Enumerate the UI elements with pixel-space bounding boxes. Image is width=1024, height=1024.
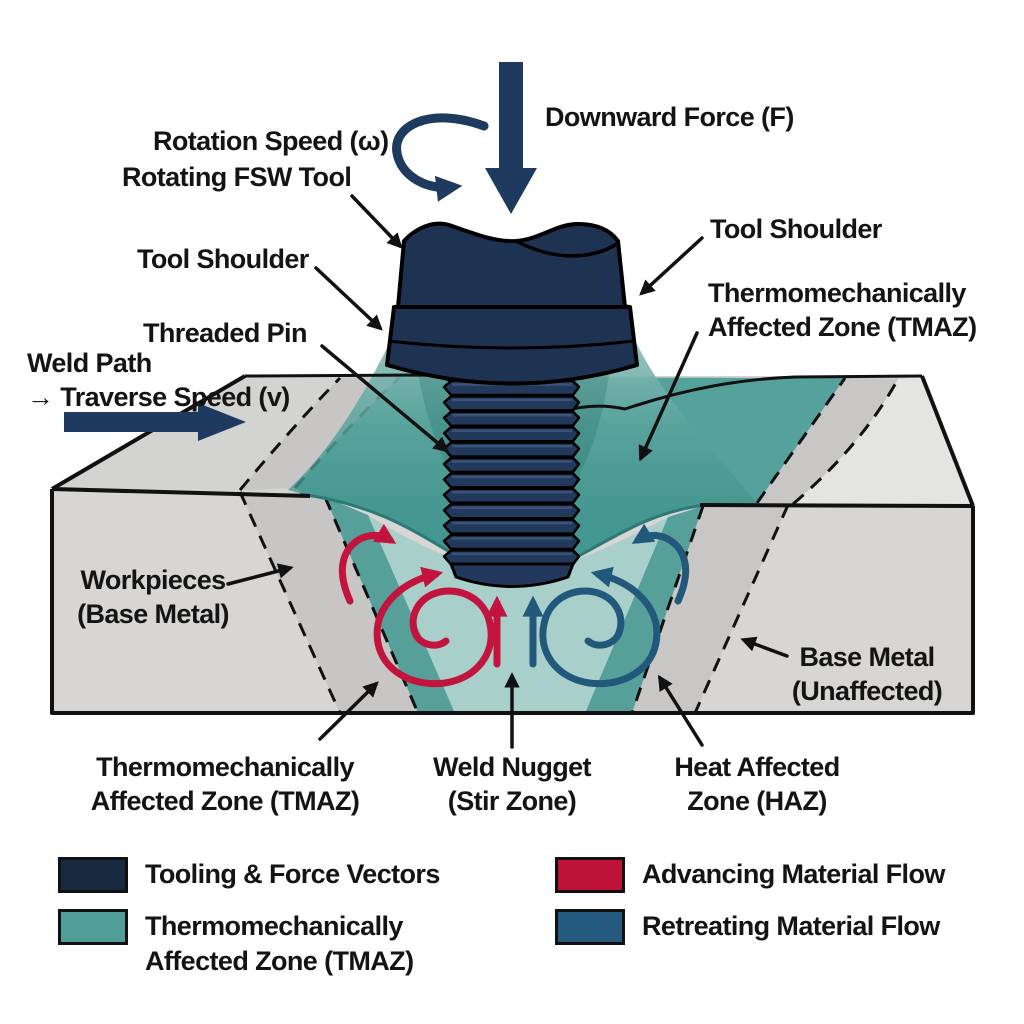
legend-swatch-retreating bbox=[555, 909, 625, 945]
legend-swatch-tmaz bbox=[58, 909, 128, 945]
legend-item-retreating: Retreating Material Flow bbox=[555, 909, 940, 945]
legend-item-tooling: Tooling & Force Vectors bbox=[58, 857, 440, 893]
legend-label-retreating: Retreating Material Flow bbox=[642, 911, 940, 941]
label-tool-shoulder-right: Tool Shoulder bbox=[710, 214, 882, 244]
haz-band-front-left bbox=[240, 492, 418, 713]
label-tmaz-bottom: Thermomechanically Affected Zone (TMAZ) bbox=[90, 752, 360, 816]
legend-swatch-advancing bbox=[555, 857, 625, 893]
traverse-speed-arrow bbox=[64, 403, 246, 441]
label-rotation-speed: Rotation Speed (ω) bbox=[153, 126, 389, 156]
label-threaded-pin: Threaded Pin bbox=[143, 318, 307, 348]
leader-tmaz-right bbox=[638, 331, 699, 462]
legend-item-advancing: Advancing Material Flow bbox=[555, 857, 945, 893]
fsw-tool bbox=[385, 221, 639, 588]
legend-label-tooling: Tooling & Force Vectors bbox=[145, 859, 440, 889]
haz-band-top-right bbox=[757, 378, 898, 504]
leader-threaded-pin bbox=[320, 344, 449, 453]
legend-label-tmaz: Thermomechanically Affected Zone (TMAZ) bbox=[145, 911, 414, 976]
tool-body-shape bbox=[396, 221, 627, 309]
advancing-flow-arrows bbox=[338, 523, 508, 688]
leader-haz bbox=[657, 674, 704, 747]
legend-item-tmaz: Thermomechanically Affected Zone (TMAZ) bbox=[58, 909, 414, 979]
label-tool-shoulder-left: Tool Shoulder bbox=[137, 244, 309, 274]
legend-swatch-tooling bbox=[58, 857, 128, 893]
downward-force-arrow bbox=[485, 62, 537, 214]
label-base-metal: Base Metal (Unaffected) bbox=[791, 642, 943, 706]
haz-band-front-right bbox=[632, 505, 788, 713]
leader-tmaz-bottom bbox=[318, 681, 379, 741]
weld-nugget-zone bbox=[368, 515, 668, 713]
tool-shoulder-shape bbox=[385, 298, 639, 386]
label-weld-path: Weld Path bbox=[27, 348, 152, 378]
legend-label-advancing: Advancing Material Flow bbox=[642, 859, 945, 889]
threaded-pin-shape bbox=[442, 379, 581, 588]
label-traverse-speed: → Traverse Speed (v) bbox=[27, 382, 290, 412]
leader-workpieces bbox=[226, 563, 294, 586]
label-workpieces: Workpieces (Base Metal) bbox=[77, 565, 229, 629]
label-rotating-fsw-tool: Rotating FSW Tool bbox=[122, 162, 352, 192]
tmaz-band-front-right bbox=[585, 506, 703, 713]
retreating-flow-arrows bbox=[522, 523, 690, 688]
label-haz: Heat Affected Zone (HAZ) bbox=[674, 752, 840, 816]
label-downward-force: Downward Force (F) bbox=[545, 102, 794, 132]
leader-tool-shoulder-right bbox=[639, 236, 704, 296]
leader-base-metal bbox=[740, 636, 789, 658]
label-leader-lines bbox=[226, 194, 789, 749]
leader-tool-shoulder-left bbox=[314, 266, 383, 331]
rotation-arrow bbox=[392, 113, 489, 202]
label-weld-nugget: Weld Nugget (Stir Zone) bbox=[433, 752, 592, 816]
leader-rotating-tool bbox=[350, 194, 403, 249]
label-tmaz-right: Thermomechanically Affected Zone (TMAZ) bbox=[708, 278, 977, 342]
